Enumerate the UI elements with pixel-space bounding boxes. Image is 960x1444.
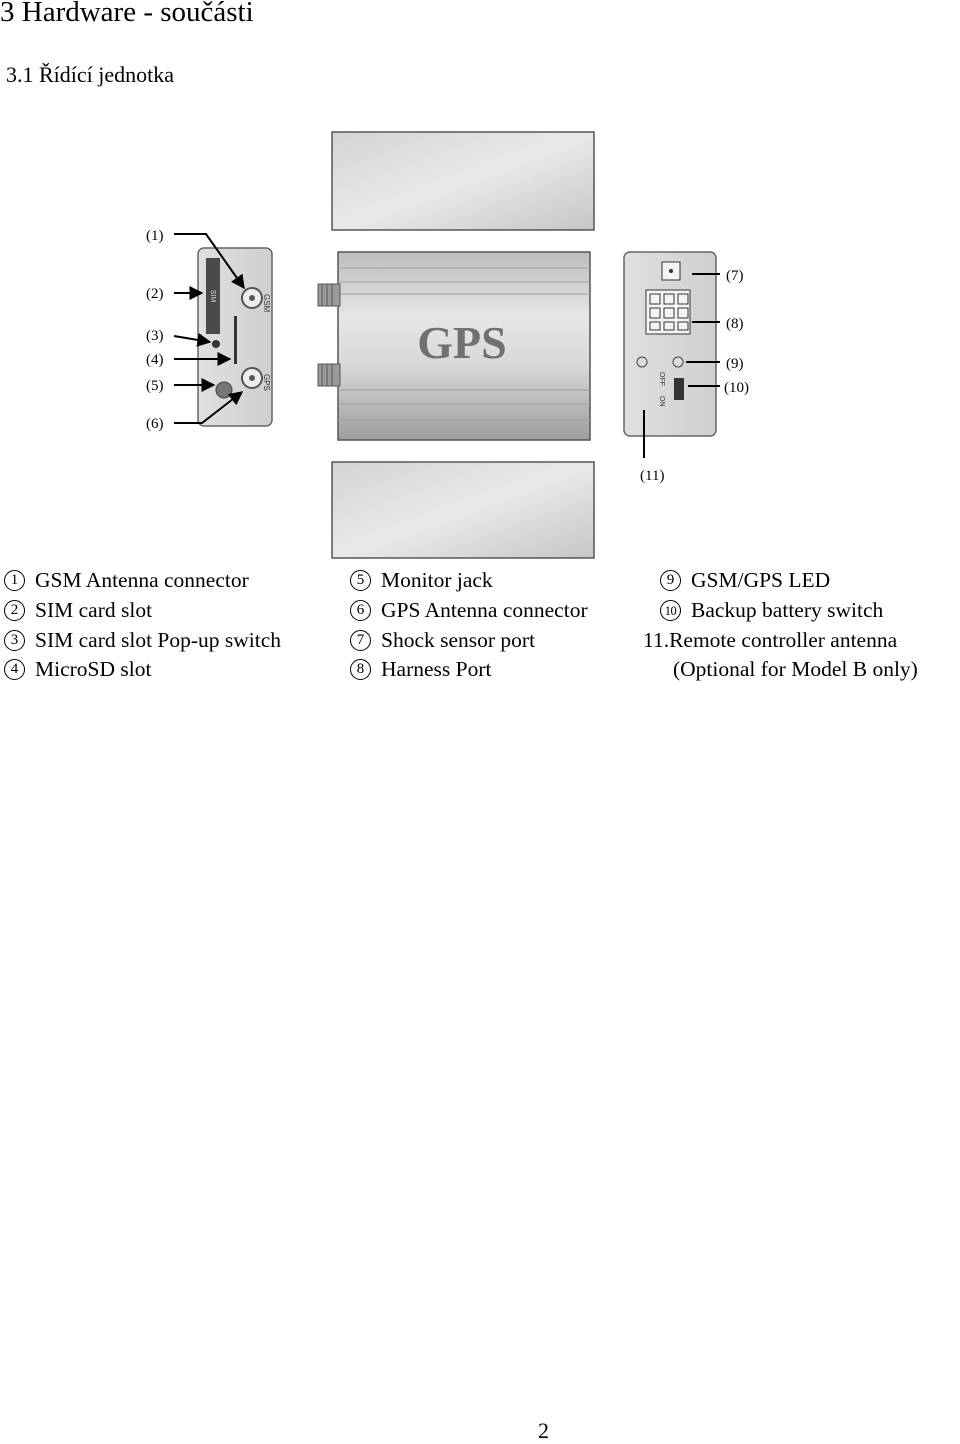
legend-text-6: GPS Antenna connector [381,598,588,622]
legend-item-11-note: (Optional for Model B only) [673,657,918,681]
gsm-led [636,356,648,368]
bottom-cover-panel [331,461,595,559]
legend-text-5: Monitor jack [381,568,493,592]
callout-6: (6) [146,416,164,432]
gps-port-label: GPS [262,374,271,391]
legend-text-3: SIM card slot Pop-up switch [35,628,282,652]
callout-2: (2) [146,286,164,302]
legend-item-5: 5 Monitor jack [350,568,493,592]
top-cover-panel [331,131,595,231]
sim-card-slot [206,258,220,334]
legend-number-9: 9 [660,570,681,592]
callout-7: (7) [726,268,744,284]
legend-number-4: 4 [4,659,25,681]
subsection-heading: 3.1 Řídící jednotka [6,62,175,87]
legend-item-3: 3 SIM card slot Pop-up switch [4,628,282,652]
legend-text-10: Backup battery switch [691,598,884,622]
legend-item-9: 9 GSM/GPS LED [660,568,831,592]
legend-text-11: 11.Remote controller antenna [643,628,898,652]
legend-text-7: Shock sensor port [381,628,536,652]
callout-11: (11) [640,468,664,484]
legend-text-2: SIM card slot [35,598,153,622]
legend-item-4: 4 MicroSD slot [4,657,152,681]
legend-text-9: GSM/GPS LED [691,568,831,592]
harness-port [645,289,691,335]
page-number: 2 [538,1418,549,1443]
callout-6-arrow [174,391,244,424]
legend-number-8: 8 [350,659,371,681]
gps-led [672,356,684,368]
legend-item-1: 1 GSM Antenna connector [4,568,249,592]
legend-number-10: 10 [660,600,681,622]
sim-slot-label: SIM [209,290,216,303]
legend-number-6: 6 [350,600,371,622]
legend-item-8: 8 Harness Port [350,657,492,681]
body-connector-bottom [317,363,341,387]
switch-on-label: ON [658,396,665,407]
microsd-slot [234,316,237,364]
legend-item-10: 10 Backup battery switch [660,598,884,622]
monitor-jack [215,381,233,399]
callout-9: (9) [726,356,744,372]
legend-number-7: 7 [350,630,371,652]
gps-unit-diagram: GPS SIM GSM GPS (1) (2) (3) (4) (5) (6) [146,131,749,559]
legend-item-7: 7 Shock sensor port [350,628,536,652]
pop-up-switch [212,340,220,348]
legend-item-11: 11.Remote controller antenna [643,628,898,652]
legend-item-2: 2 SIM card slot [4,598,153,622]
legend-item-6: 6 GPS Antenna connector [350,598,588,622]
callout-1-arrow [174,233,245,290]
legend-text-11-note: (Optional for Model B only) [673,657,918,681]
callout-5: (5) [146,378,164,394]
legend-number-3: 3 [4,630,25,652]
legend-number-2: 2 [4,600,25,622]
legend-text-4: MicroSD slot [35,657,152,681]
callout-10: (10) [724,380,749,396]
legend-number-1: 1 [4,570,25,592]
legend-number-5: 5 [350,570,371,592]
callout-3-arrow [173,333,212,347]
switch-off-label: OFF [658,372,665,386]
legend-text-1: GSM Antenna connector [35,568,249,592]
callout-1: (1) [146,228,164,244]
backup-battery-switch [674,378,684,400]
callout-3: (3) [146,328,164,344]
gsm-port-label: GSM [262,294,271,313]
callout-8: (8) [726,316,744,332]
device-gps-label: GPS [417,317,506,368]
body-connector-top [317,283,341,307]
section-heading: 3 Hardware - součásti [0,0,254,28]
legend-text-8: Harness Port [381,657,492,681]
callout-4: (4) [146,352,164,368]
